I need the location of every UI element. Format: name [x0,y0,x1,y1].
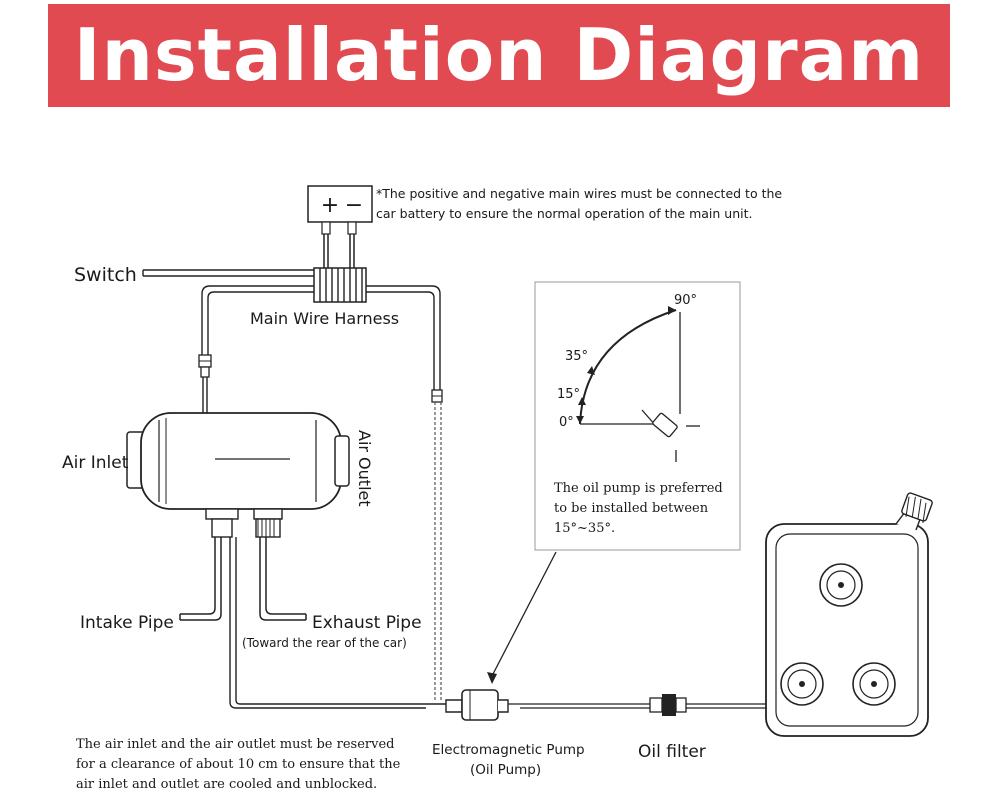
angle-box [534,281,741,551]
air-outlet-label: Air Outlet [355,430,374,507]
battery-plus-sign: + [321,193,339,218]
switch-label: Switch [74,264,137,286]
angle-15-label: 15° [557,387,580,402]
title-banner: Installation Diagram [48,4,950,107]
harness-label: Main Wire Harness [250,309,399,328]
exhaust-pipe-note: (Toward the rear of the car) [242,636,407,650]
angle-note-line3: 15°~35°. [554,521,615,536]
harness-wire-right [366,285,441,390]
angle-note-line1: The oil pump is preferred [554,481,723,496]
angle-35-label: 35° [565,349,588,364]
exhaust-pipe [259,537,307,621]
angle-90-label: 90° [674,293,697,308]
intake-pipe-label: Intake Pipe [80,613,174,633]
page-title: Installation Diagram [73,13,925,97]
oil-pump [426,689,509,721]
heater-unit [126,412,350,538]
exhaust-pipe-label: Exhaust Pipe [312,613,422,633]
battery: + − [307,185,373,270]
air-inlet-label: Air Inlet [62,453,129,473]
oil-filter-label: Oil filter [638,742,706,762]
oil-filter [649,694,687,716]
battery-note-line1: *The positive and negative main wires mu… [376,186,782,201]
angle-note-line2: to be installed between [554,501,709,516]
clearance-note-line2: for a clearance of about 10 cm to ensure… [76,757,401,772]
fuel-line-heater [229,537,426,709]
pump-label-line1: Electromagnetic Pump [432,742,585,758]
clearance-note-line1: The air inlet and the air outlet must be… [76,737,395,752]
switch-wire [142,269,314,277]
fuel-tank [765,492,933,737]
battery-minus-sign: − [345,193,363,218]
fuel-line-tank [686,703,770,709]
battery-note-line2: car battery to ensure the normal operati… [376,206,753,221]
pump-control-wire [434,402,442,700]
pump-label-line2: (Oil Pump) [470,762,541,778]
harness-wire-left [201,285,314,355]
clearance-note-line3: air inlet and outlet are cooled and unbl… [76,777,378,792]
harness-connector [313,267,367,303]
intake-pipe [179,537,222,621]
fuel-line-filter [508,703,650,709]
angle-0-label: 0° [559,415,574,430]
clearance-note: The air inlet and the air outlet must be… [76,735,436,795]
callout-arrow [491,551,557,677]
